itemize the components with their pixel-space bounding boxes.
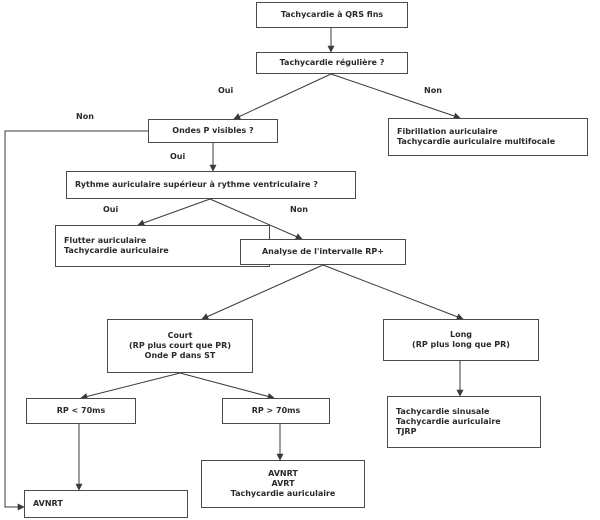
connector-pwave-non-to-avnrt: [4, 130, 148, 511]
node-atrial-flutter-line-2: Tachycardie auriculaire: [64, 246, 169, 255]
node-rp-interval-analysis: Analyse de l'intervalle RP+: [240, 239, 406, 265]
node-avnrt: AVNRT: [24, 490, 188, 518]
connector-rhythm-to-flutter: [137, 198, 211, 227]
connector-short-to-rp-over-70: [179, 372, 275, 400]
node-avnrt-avrt-group-line-2: AVRT: [271, 479, 295, 488]
node-atrial-fibrillation: Fibrillation auriculaire Tachycardie aur…: [388, 118, 588, 156]
node-short-rp-line-1: Court: [167, 331, 193, 340]
node-short-rp: Court (RP plus court que PR) Onde P dans…: [107, 319, 253, 373]
node-p-waves-visible-question: Ondes P visibles ?: [148, 119, 278, 143]
edge-label-non-regular: Non: [424, 86, 442, 95]
node-rp-over-70ms-text: RP > 70ms: [251, 406, 301, 415]
node-sinus-tachycardia-line-2: Tachycardie auriculaire: [396, 417, 501, 426]
node-narrow-qrs-tachycardia: Tachycardie à QRS fins: [256, 2, 408, 28]
node-atrial-flutter: Flutter auriculaire Tachycardie auricula…: [55, 225, 270, 267]
edge-label-non-rhythm: Non: [290, 205, 308, 214]
node-avnrt-avrt-group-line-3: Tachycardie auriculaire: [230, 489, 336, 498]
node-rp-under-70ms: RP < 70ms: [26, 398, 136, 424]
node-atrial-fibrillation-line-1: Fibrillation auriculaire: [397, 127, 498, 136]
connector-regular-to-fibrillation: [330, 73, 461, 120]
connector-rp-analysis-to-long: [322, 264, 464, 320]
node-sinus-tachycardia-line-3: TJRP: [396, 427, 417, 436]
connector-rp-analysis-to-short: [201, 264, 324, 320]
node-rp-over-70ms: RP > 70ms: [222, 398, 330, 424]
node-regular-tachycardia-question: Tachycardie régulière ?: [256, 52, 408, 74]
connector-regular-to-pwave: [233, 73, 332, 120]
edge-label-non-pwave: Non: [76, 112, 94, 121]
node-atrial-fibrillation-line-2: Tachycardie auriculaire multifocale: [397, 137, 556, 146]
node-short-rp-line-3: Onde P dans ST: [144, 351, 216, 360]
node-atrial-vs-ventricular-rate-question-text: Rythme auriculaire supérieur à rythme ve…: [75, 180, 318, 189]
node-long-rp-line-1: Long: [449, 330, 472, 339]
node-rp-interval-analysis-text: Analyse de l'intervalle RP+: [261, 247, 384, 256]
node-atrial-flutter-line-1: Flutter auriculaire: [64, 236, 147, 245]
node-p-waves-visible-question-text: Ondes P visibles ?: [172, 126, 254, 135]
node-long-rp-line-2: (RP plus long que PR): [412, 340, 510, 349]
node-avnrt-avrt-group-line-1: AVNRT: [268, 469, 298, 478]
node-sinus-tachycardia-line-1: Tachycardie sinusale: [396, 407, 490, 416]
edge-label-oui-regular: Oui: [218, 86, 234, 95]
node-atrial-vs-ventricular-rate-question: Rythme auriculaire supérieur à rythme ve…: [66, 171, 356, 199]
node-long-rp: Long (RP plus long que PR): [383, 319, 539, 361]
node-narrow-qrs-tachycardia-text: Tachycardie à QRS fins: [280, 10, 384, 19]
node-sinus-tachycardia: Tachycardie sinusale Tachycardie auricul…: [387, 396, 541, 448]
node-regular-tachycardia-question-text: Tachycardie régulière ?: [279, 58, 385, 67]
node-avnrt-avrt-group: AVNRT AVRT Tachycardie auriculaire: [201, 460, 365, 508]
connector-short-to-rp-under-70: [80, 372, 181, 400]
node-avnrt-text: AVNRT: [33, 499, 63, 508]
node-rp-under-70ms-text: RP < 70ms: [56, 406, 106, 415]
edge-label-oui-rhythm: Oui: [103, 205, 119, 214]
connector-rhythm-to-rp-analysis: [209, 198, 303, 240]
node-short-rp-line-2: (RP plus court que PR): [129, 341, 231, 350]
edge-label-oui-pwave: Oui: [170, 152, 186, 161]
